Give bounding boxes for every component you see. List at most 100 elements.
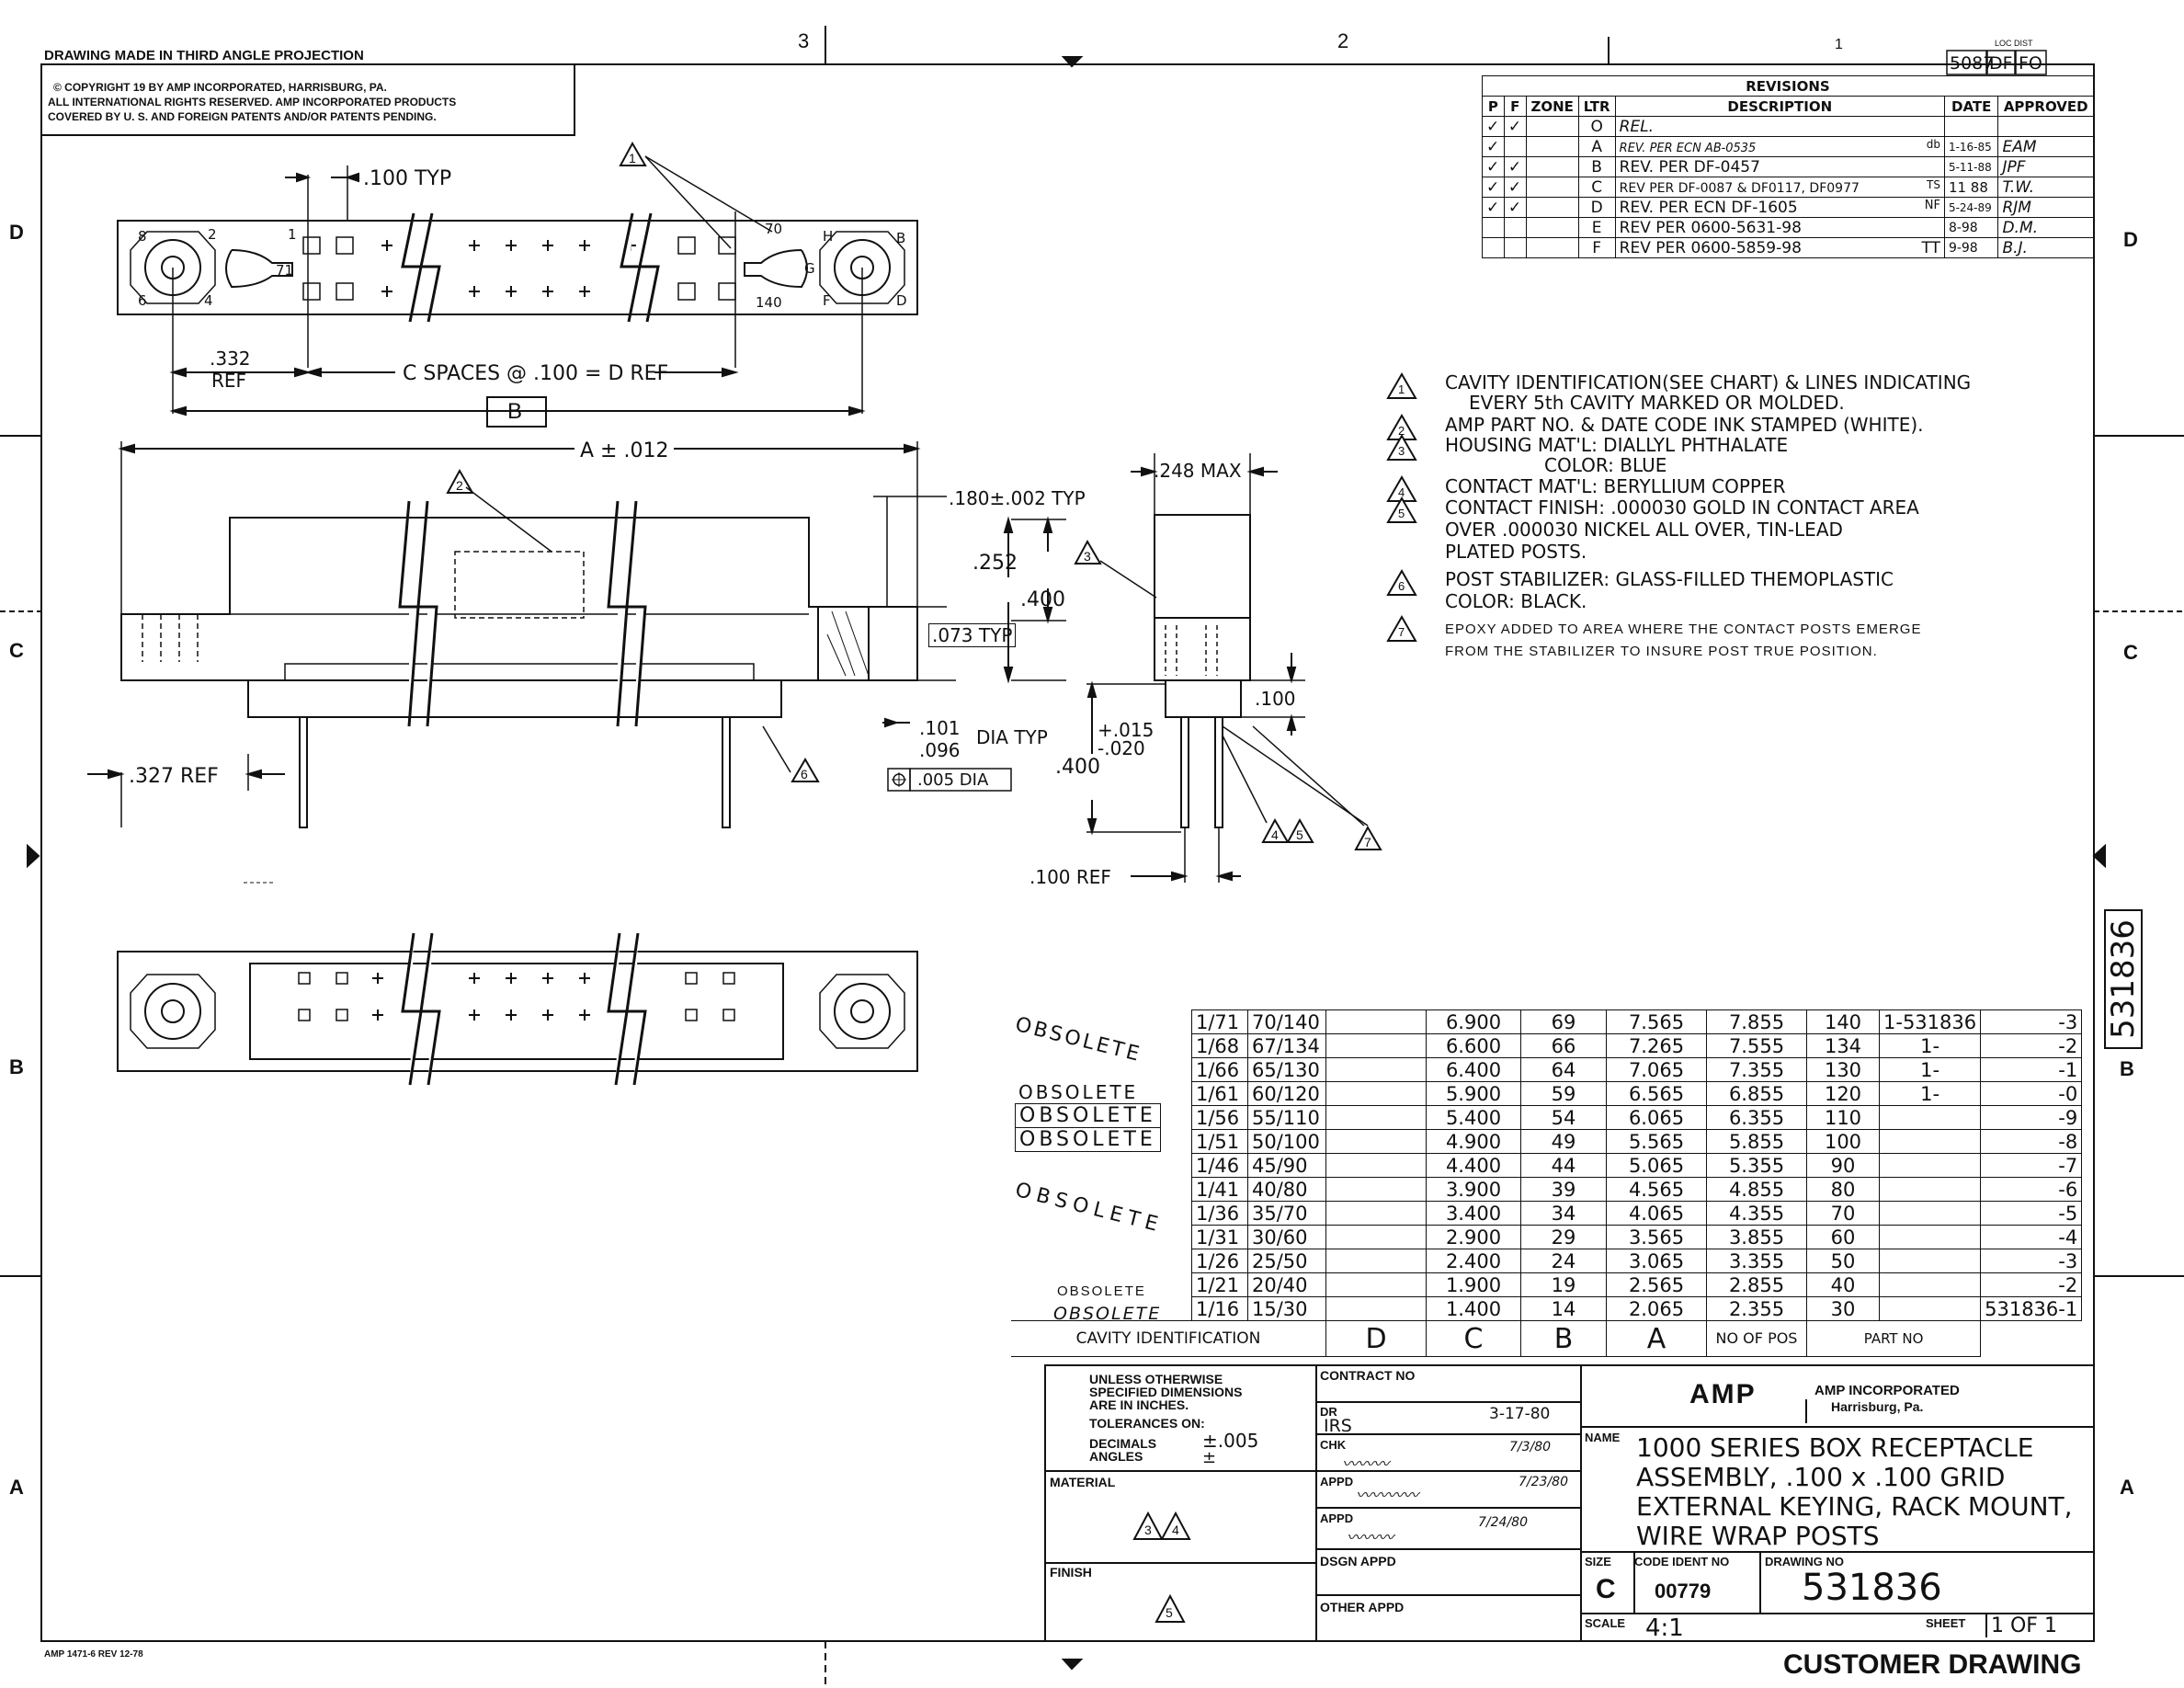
part-cell-c: 34 — [1520, 1201, 1607, 1226]
dim-073-typ: .073 TYP — [928, 623, 1017, 647]
finish-flag-5: 5 — [1166, 1605, 1173, 1620]
obsolete-stamp: OBSOLETE — [1015, 1127, 1161, 1152]
part-cell-gap — [1325, 1057, 1427, 1082]
part-cell-gap — [1325, 1033, 1427, 1058]
note-text: CONTACT FINISH: .000030 GOLD IN CONTACT … — [1445, 496, 1919, 519]
dim-tol-015: +.015 — [1098, 719, 1155, 741]
rev-approved: D.M. — [1997, 217, 2094, 238]
part-cell-cav2: 50/100 — [1247, 1129, 1326, 1154]
part-cell-d: 4.400 — [1426, 1153, 1521, 1178]
rev-approved — [1997, 116, 2094, 137]
tb-company: AMP INCORPORATED — [1814, 1383, 1960, 1398]
rev-desc-text: REV. PER ECN AB-0535 — [1619, 141, 1757, 155]
part-cell-cav1: 1/46 — [1191, 1153, 1248, 1178]
part-cell-d: 2.400 — [1426, 1249, 1521, 1273]
obsolete-stamp: OBSOLETE — [1018, 1081, 1139, 1103]
part-cell-cav1: 1/66 — [1191, 1057, 1248, 1082]
rev-header-f: F — [1503, 96, 1527, 117]
zone-letter-B-left: B — [9, 1055, 24, 1078]
part-cell-d: 4.900 — [1426, 1129, 1521, 1154]
part-cell-blank — [1011, 1129, 1192, 1154]
part-header-part-no: PART NO — [1805, 1320, 1982, 1357]
part-cell-c: 19 — [1520, 1272, 1607, 1297]
part-cell-cav2: 25/50 — [1247, 1249, 1326, 1273]
cavity-label-6: 6 — [138, 292, 147, 309]
part-header-pos: NO OF POS — [1706, 1320, 1807, 1357]
tb-chk-signature: 〰〰〰 — [1342, 1455, 1389, 1474]
part-cell-c: 59 — [1520, 1081, 1607, 1106]
zone-letter-D-left: D — [9, 221, 24, 244]
note-flag-num: 3 — [1398, 444, 1405, 458]
part-cell-cav1: 1/16 — [1191, 1296, 1248, 1321]
part-cell-pos: 80 — [1806, 1177, 1880, 1202]
part-cell-b: 7.265 — [1606, 1033, 1707, 1058]
tb-dsgn: DSGN APPD — [1320, 1554, 1396, 1568]
revisions-table: REVISIONS P F ZONE LTR DESCRIPTION DATE … — [1482, 75, 2094, 258]
part-cell-c: 49 — [1520, 1129, 1607, 1154]
dim-dia-096: .096 — [919, 739, 961, 761]
part-cell-b: 3.065 — [1606, 1249, 1707, 1273]
part-cell-dash: -2 — [1980, 1272, 2083, 1297]
part-cell-pre — [1878, 1129, 1982, 1154]
rev-ltr: C — [1577, 177, 1616, 198]
note-flags — [1386, 371, 1417, 642]
part-cell-d: 5.900 — [1426, 1081, 1521, 1106]
part-cell-cav1: 1/71 — [1191, 1009, 1248, 1034]
part-cell-gap — [1325, 1105, 1427, 1130]
part-cell-pos: 134 — [1806, 1033, 1880, 1058]
tb-appd-signature: 〰〰〰〰 — [1356, 1487, 1418, 1505]
part-cell-blank — [1011, 1033, 1192, 1058]
part-cell-c: 14 — [1520, 1296, 1607, 1321]
part-cell-blank — [1011, 1105, 1192, 1130]
part-cell-pos: 140 — [1806, 1009, 1880, 1034]
dim-332-ref: REF — [211, 370, 247, 392]
part-header-a: A — [1606, 1320, 1707, 1357]
tb-sheet: 1 OF 1 — [1985, 1614, 2057, 1637]
tb-contract: CONTRACT NO — [1320, 1368, 1416, 1383]
note-text: EPOXY ADDED TO AREA WHERE THE CONTACT PO… — [1445, 622, 1922, 637]
part-cell-gap — [1325, 1249, 1427, 1273]
rev-date: 1-16-85 — [1943, 136, 1999, 157]
tb-other: OTHER APPD — [1320, 1600, 1405, 1614]
part-cell-b: 2.065 — [1606, 1296, 1707, 1321]
tb-dr-label: DR — [1320, 1405, 1337, 1419]
form-number: AMP 1471-6 REV 12-78 — [44, 1649, 143, 1659]
part-cell-cav2: 40/80 — [1247, 1177, 1326, 1202]
corner-dist: FO — [2019, 53, 2042, 74]
part-cell-cav2: 45/90 — [1247, 1153, 1326, 1178]
zone-number-1: 1 — [1835, 37, 1843, 52]
title-block-lines — [1044, 1364, 2095, 1642]
dim-252: .252 — [973, 552, 1018, 575]
rev-desc-text: REV. PER ECN DF-1605 — [1619, 198, 1798, 217]
part-cell-gap — [1325, 1129, 1427, 1154]
tb-angles: ANGLES — [1089, 1449, 1143, 1464]
key-label-F: F — [823, 292, 831, 309]
rev-ltr: A — [1577, 136, 1616, 157]
part-cell-dash: -1 — [1980, 1057, 2083, 1082]
material-flag-4: 4 — [1172, 1523, 1179, 1537]
note-text: FROM THE STABILIZER TO INSURE POST TRUE … — [1445, 644, 1878, 659]
part-cell-cav2: 20/40 — [1247, 1272, 1326, 1297]
part-cell-a: 5.855 — [1706, 1129, 1807, 1154]
note-flag-num: 1 — [1398, 382, 1405, 396]
tb-tolerances: TOLERANCES ON: — [1089, 1416, 1205, 1431]
part-cell-a: 7.555 — [1706, 1033, 1807, 1058]
copyright-line3: COVERED BY U. S. AND FOREIGN PATENTS AND… — [48, 110, 437, 123]
part-cell-dash: -5 — [1980, 1201, 2083, 1226]
rev-approved: B.J. — [1997, 237, 2094, 258]
cavity-label-1: 1 — [288, 226, 297, 243]
rev-desc-text: REV PER 0600-5631-98 — [1619, 218, 1802, 237]
zone-letter-D-right: D — [2123, 228, 2138, 251]
part-cell-blank — [1011, 1225, 1192, 1249]
dim-dia-101: .101 — [919, 717, 961, 739]
key-label-D: D — [896, 292, 907, 309]
